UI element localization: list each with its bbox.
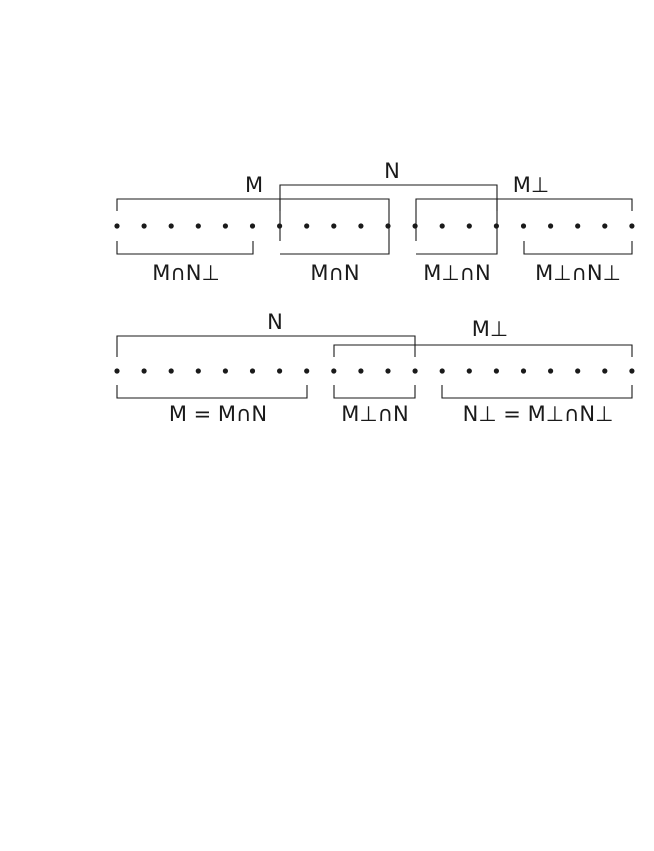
bottom-dot-16 xyxy=(520,368,527,374)
bottom-dot-1 xyxy=(114,368,120,374)
top-dot-15 xyxy=(493,223,499,229)
top-dot-13 xyxy=(439,223,445,229)
bottom-dot-2 xyxy=(141,368,147,374)
bottom-label-M-perp-cap-N: M⊥∩N xyxy=(341,402,409,426)
top-bracket-M-cap-N-perp xyxy=(116,241,254,255)
top-bracket-M-perp-cap-N xyxy=(415,198,498,255)
top-bracket-M-cap-N xyxy=(279,198,390,255)
top-dot-16 xyxy=(520,223,527,229)
bottom-dot-11 xyxy=(385,368,391,374)
top-dot-11 xyxy=(385,223,391,229)
top-dot-2 xyxy=(141,223,147,229)
top-dot-17 xyxy=(548,223,554,229)
top-dot-5 xyxy=(222,223,228,229)
bottom-dot-3 xyxy=(168,368,174,374)
top-bracket-M xyxy=(116,198,280,211)
top-label-M-cap-N: M∩N xyxy=(310,261,359,285)
bottom-dot-10 xyxy=(358,368,364,374)
top-dot-row xyxy=(114,223,635,229)
bottom-dot-6 xyxy=(249,368,256,374)
bottom-dot-13 xyxy=(439,368,445,374)
bottom-dot-20 xyxy=(629,368,635,374)
top-bracket-M-perp xyxy=(497,198,633,211)
top-dot-7 xyxy=(277,223,283,229)
top-dot-10 xyxy=(358,223,364,229)
top-label-M: M xyxy=(245,173,263,197)
bottom-dot-18 xyxy=(575,368,581,374)
bottom-dot-5 xyxy=(222,368,228,374)
bottom-diagram: N M⊥ M = M∩N M⊥∩N N⊥ = M⊥∩N⊥ xyxy=(114,310,635,426)
bottom-dot-8 xyxy=(304,368,310,374)
top-label-M-perp-cap-N: M⊥∩N xyxy=(423,261,491,285)
top-diagram: M N M⊥ M∩N⊥ M∩N M⊥∩N M⊥∩N⊥ xyxy=(114,159,635,285)
bottom-bracket-M-perp xyxy=(333,344,633,357)
top-bracket-M-perp-cap-N-perp xyxy=(523,241,633,255)
top-dot-18 xyxy=(575,223,581,229)
bottom-dot-12 xyxy=(412,368,418,374)
top-dot-20 xyxy=(629,223,635,229)
top-dot-8 xyxy=(304,223,310,229)
bottom-dot-4 xyxy=(195,368,201,374)
top-label-M-perp-cap-N-perp: M⊥∩N⊥ xyxy=(535,261,621,285)
top-dot-12 xyxy=(412,223,418,229)
top-label-N: N xyxy=(384,159,400,183)
bottom-label-M-perp: M⊥ xyxy=(472,317,508,341)
bottom-label-N: N xyxy=(267,310,283,334)
bottom-dot-17 xyxy=(548,368,554,374)
bottom-bracket-N xyxy=(116,335,416,357)
top-dot-9 xyxy=(331,223,337,229)
bottom-bracket-N-perp xyxy=(441,385,633,399)
top-bracket-N xyxy=(279,184,498,211)
bottom-bracket-M-eq-M-cap-N xyxy=(116,385,308,399)
top-dot-3 xyxy=(168,223,174,229)
bottom-dot-19 xyxy=(602,368,608,374)
top-dot-1 xyxy=(114,223,120,229)
top-label-M-cap-N-perp: M∩N⊥ xyxy=(152,261,220,285)
bottom-dot-7 xyxy=(277,368,283,374)
bottom-dot-9 xyxy=(331,368,337,374)
bottom-label-N-perp-eq: N⊥ = M⊥∩N⊥ xyxy=(463,402,614,426)
bottom-bracket-M-perp-cap-N xyxy=(333,385,416,399)
top-label-M-perp: M⊥ xyxy=(513,173,549,197)
top-dot-6 xyxy=(249,223,256,229)
bottom-dot-14 xyxy=(466,368,472,374)
top-dot-19 xyxy=(602,223,608,229)
top-dot-4 xyxy=(195,223,201,229)
bottom-dot-15 xyxy=(493,368,499,374)
bottom-label-M-eq-M-cap-N: M = M∩N xyxy=(169,402,267,426)
top-dot-14 xyxy=(466,223,472,229)
bottom-dot-row xyxy=(114,368,635,374)
